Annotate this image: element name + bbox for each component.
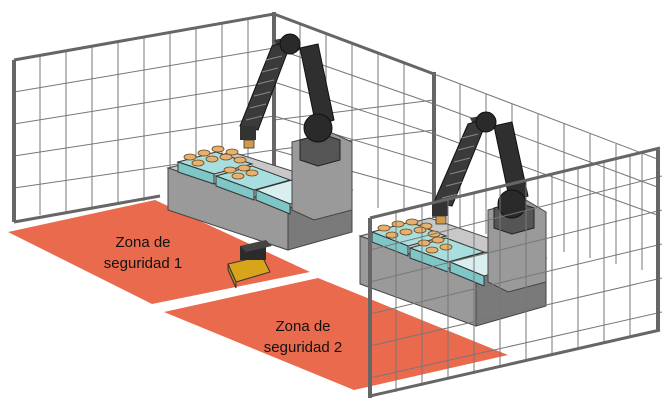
svg-text:Zona de: Zona de xyxy=(115,234,170,251)
robot-cell-1 xyxy=(166,33,354,251)
svg-text:seguridad 1: seguridad 1 xyxy=(104,255,182,272)
zone-2-label: Zona de seguridad 2 xyxy=(264,318,342,356)
fence-cell-2-front xyxy=(368,146,662,398)
svg-text:Zona de: Zona de xyxy=(275,318,330,335)
laser-scanner-icon xyxy=(227,240,272,289)
svg-text:seguridad 2: seguridad 2 xyxy=(264,339,342,356)
zone-1-label: Zona de seguridad 1 xyxy=(104,234,182,272)
